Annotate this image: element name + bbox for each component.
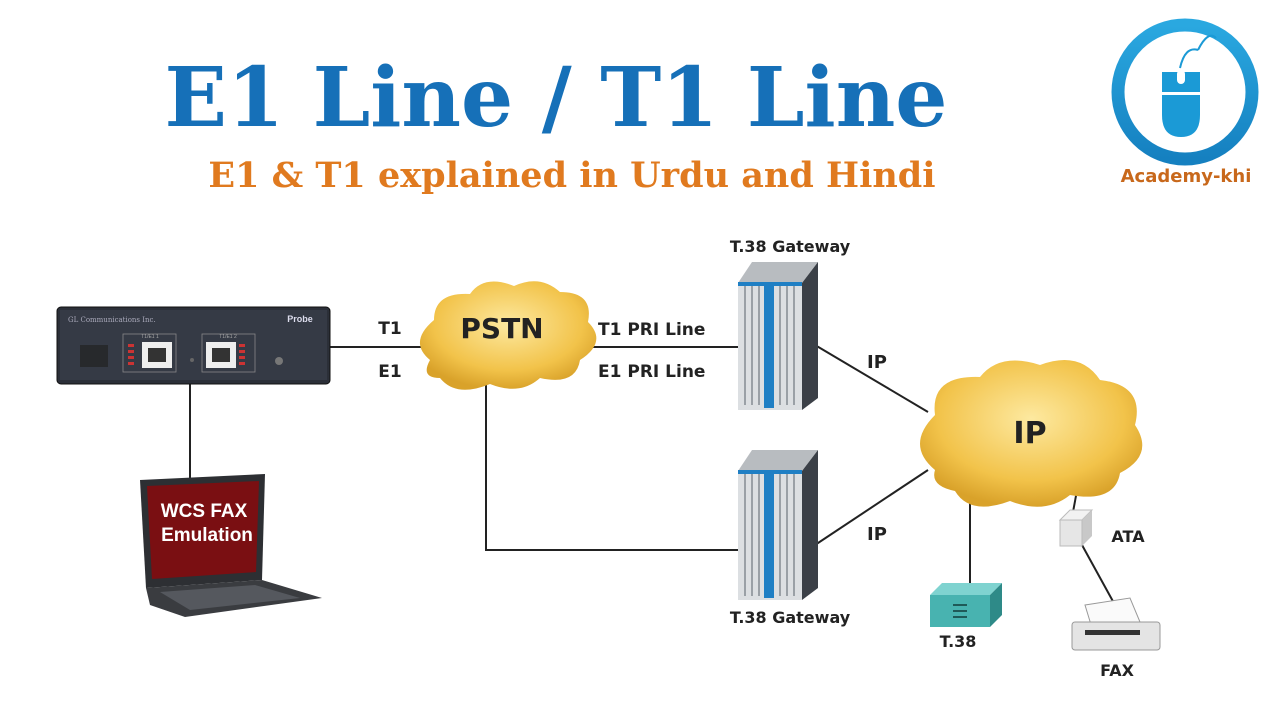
gateway-top-label: T.38 Gateway: [730, 237, 851, 256]
ata-label: ATA: [1111, 527, 1145, 546]
e1-pri-label: E1 PRI Line: [598, 362, 705, 382]
mouse-icon: [1162, 34, 1217, 137]
pstn-cloud: PSTN: [419, 281, 597, 390]
page-title: E1 Line / T1 Line: [165, 50, 948, 146]
t38-gateway-bottom: [738, 450, 818, 600]
device-brand: GL Communications Inc.: [68, 316, 156, 324]
fax-label: FAX: [1100, 661, 1134, 680]
t38-label: T.38: [940, 632, 977, 651]
gl-probe-device: GL Communications Inc. Probe T1/E1 1 T1/…: [56, 306, 331, 385]
connection-lines: [189, 344, 1116, 606]
t38-device: [930, 583, 1002, 627]
port2-label: T1/E1 2: [219, 334, 237, 340]
laptop-screen-line2: Emulation: [161, 525, 253, 546]
pstn-label: PSTN: [460, 312, 543, 345]
laptop-screen-line1: WCS FAX: [161, 501, 248, 522]
t38-gateway-top: [738, 262, 818, 410]
t1-label: T1: [378, 319, 401, 339]
ip-bottom-label: IP: [867, 524, 887, 545]
laptop: WCS FAX Emulation: [140, 474, 322, 617]
device-logo: Probe: [287, 314, 313, 324]
t1-pri-label: T1 PRI Line: [598, 320, 705, 340]
e1-label: E1: [378, 362, 401, 382]
ip-cloud: IP: [920, 360, 1143, 507]
logo-text: Academy-khi: [1121, 166, 1252, 187]
page-subtitle: E1 & T1 explained in Urdu and Hindi: [208, 155, 935, 196]
ip-cloud-label: IP: [1013, 416, 1046, 451]
port1-label: T1/E1 1: [141, 334, 159, 340]
ip-top-label: IP: [867, 352, 887, 373]
gateway-bottom-label: T.38 Gateway: [730, 608, 851, 627]
ata-device: [1058, 509, 1094, 547]
fax-printer: [1071, 597, 1161, 651]
academy-logo: Academy-khi: [1111, 18, 1259, 187]
